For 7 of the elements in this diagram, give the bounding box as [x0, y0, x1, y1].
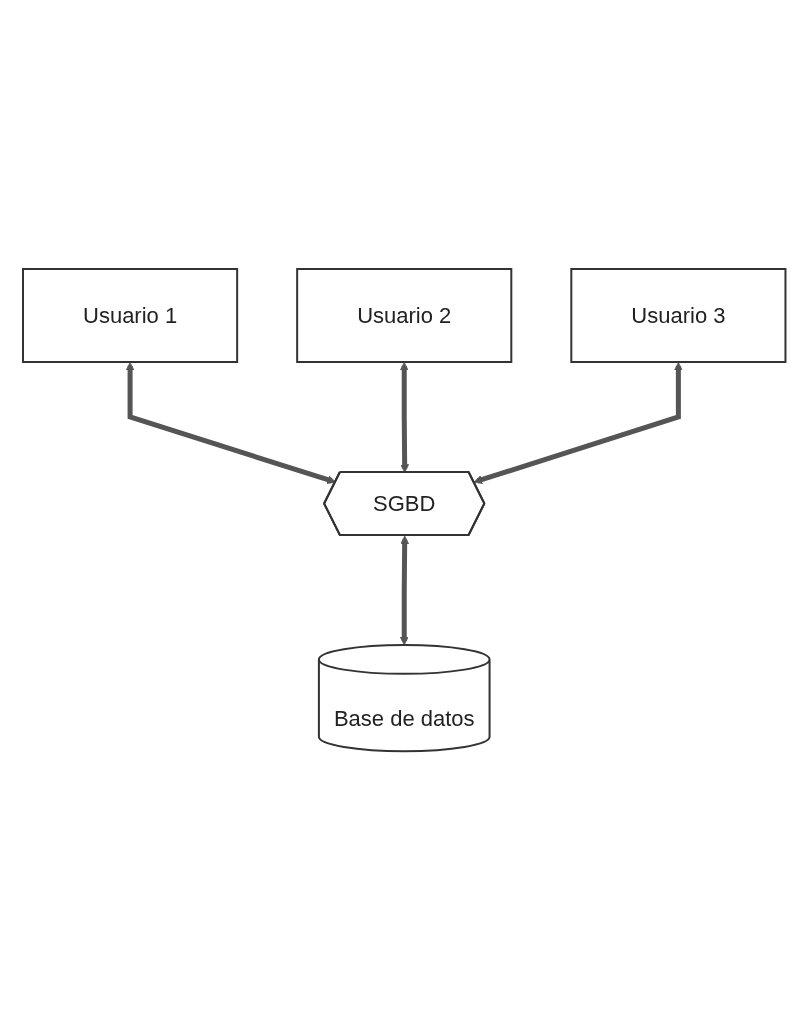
- node-box: Usuario 3: [570, 268, 787, 364]
- arrow: [400, 362, 410, 474]
- arrow: [400, 535, 410, 646]
- node-box: Usuario 2: [296, 268, 513, 364]
- node-box: Usuario 1: [22, 268, 239, 364]
- arrow: [473, 362, 684, 485]
- arrow: [125, 362, 337, 485]
